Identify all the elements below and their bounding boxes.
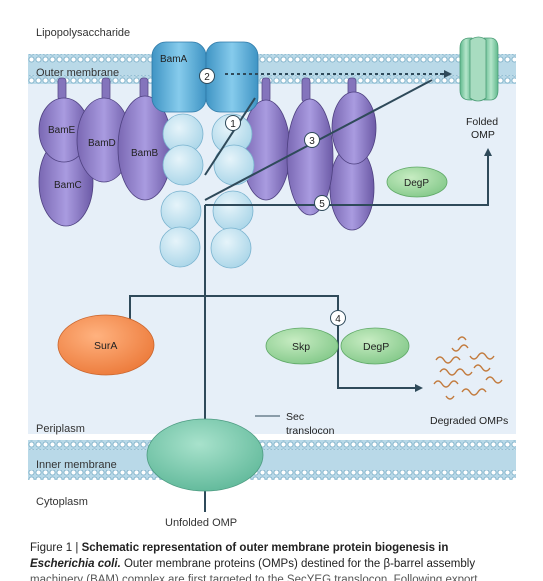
surA-shape xyxy=(57,314,155,376)
sec-label-2: translocon xyxy=(286,425,335,437)
folded-omp-icon xyxy=(459,36,499,102)
bamD-label: BamD xyxy=(88,138,116,149)
bamB-label: BamB xyxy=(131,148,159,159)
degraded-omps-icon xyxy=(433,336,503,400)
degP-top-label: DegP xyxy=(404,178,429,189)
folded-omp-label-1: Folded xyxy=(466,116,498,128)
step-4-label: 4 xyxy=(335,314,341,325)
caption-line-2: Escherichia coli. Outer membrane protein… xyxy=(30,556,530,572)
lipid-anchors xyxy=(57,77,357,103)
step-4-marker: 4 xyxy=(330,310,346,326)
caption-line-1: Figure 1 | Schematic representation of o… xyxy=(30,540,530,556)
caption-title: Schematic representation of outer membra… xyxy=(81,542,449,554)
step-1-marker: 1 xyxy=(225,115,241,131)
step-2-marker: 2 xyxy=(199,68,215,84)
inner-membrane-label: Inner membrane xyxy=(36,459,117,471)
step-markers: 1 2 3 4 5 xyxy=(199,68,346,326)
surA-label: SurA xyxy=(94,340,117,352)
periplasm-label: Periplasm xyxy=(36,423,85,435)
bamA-label: BamA xyxy=(160,54,188,65)
bamE-label: BamE xyxy=(48,125,76,136)
degraded-omps-label: Degraded OMPs xyxy=(430,415,508,427)
figure-caption: Figure 1 | Schematic representation of o… xyxy=(30,540,530,581)
caption-prefix: Figure 1 | xyxy=(30,542,82,554)
step-3-marker: 3 xyxy=(304,132,320,148)
sec-label-1: Sec xyxy=(286,411,304,423)
skp-label: Skp xyxy=(292,341,310,353)
step-3-label: 3 xyxy=(309,136,315,147)
potra-domains xyxy=(159,113,255,269)
skp-shape xyxy=(265,327,339,365)
unfolded-omp-label: Unfolded OMP xyxy=(165,517,237,529)
omp-biogenesis-diagram: Lipopolysaccharide Outer membrane BamE B… xyxy=(28,27,516,529)
bamA-barrel xyxy=(151,41,259,113)
degP-top-shape xyxy=(386,166,448,198)
caption-line-3: machinery (BAM) complex are first target… xyxy=(30,574,478,581)
outer-membrane-label: Outer membrane xyxy=(36,67,119,79)
step-5-label: 5 xyxy=(319,199,325,210)
step-5-marker: 5 xyxy=(314,195,330,211)
caption-species: Escherichia coli. xyxy=(30,558,121,570)
step-2-label: 2 xyxy=(204,72,210,83)
degP-mid-label: DegP xyxy=(363,341,389,353)
degP-mid-shape xyxy=(340,327,410,365)
inner-membrane xyxy=(28,440,516,480)
step-1-label: 1 xyxy=(230,119,236,130)
caption-line-2-text: Outer membrane proteins (OMPs) destined … xyxy=(120,558,476,570)
cytoplasm-label: Cytoplasm xyxy=(36,496,88,508)
sec-translocon-shape xyxy=(146,418,264,492)
bamC-label: BamC xyxy=(54,180,82,191)
folded-omp-label-2: OMP xyxy=(471,129,495,141)
lipopolysaccharide-label: Lipopolysaccharide xyxy=(36,27,130,39)
bam-cluster-left xyxy=(38,95,173,227)
